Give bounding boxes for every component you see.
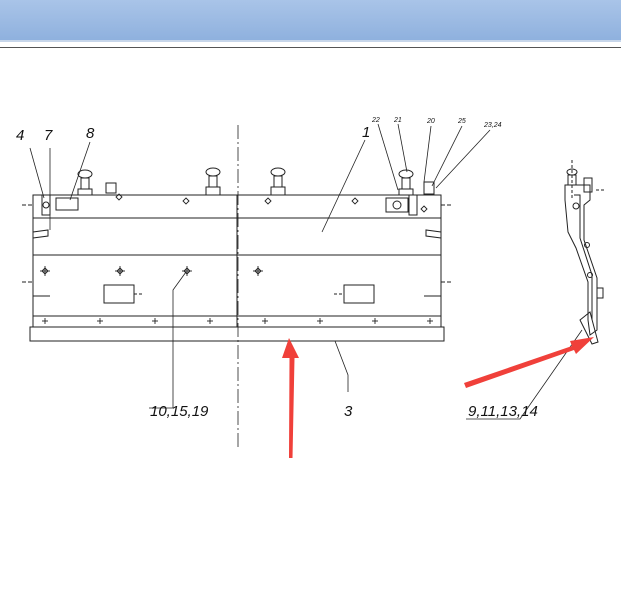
callout-3: 3 <box>344 403 353 420</box>
leader-10-15-19 <box>149 271 187 409</box>
callout-10-15-19: 10,15,19 <box>150 403 209 420</box>
edge-bolt-cross <box>317 318 323 324</box>
red-arrow-diagonal <box>464 337 594 388</box>
bolt-marker <box>182 266 192 276</box>
side-view-cutting-edge <box>579 311 599 345</box>
lifting-pin <box>398 169 414 196</box>
bolt-marker <box>115 193 123 201</box>
header-rule <box>0 47 621 48</box>
leader-20 <box>423 125 432 183</box>
edge-bolt-cross <box>372 318 378 324</box>
right-window <box>343 284 375 304</box>
callout-4: 4 <box>16 127 24 144</box>
right-hinge <box>385 194 418 216</box>
edge-bolt-cross <box>97 318 103 324</box>
callout-22: 22 <box>371 117 380 124</box>
edge-bolt-cross <box>42 318 48 324</box>
callout-1: 1 <box>362 124 370 141</box>
bolt-marker <box>253 266 263 276</box>
left-hinge <box>41 194 79 216</box>
bolt-marker <box>182 197 190 205</box>
leader-4 <box>29 147 45 199</box>
side-view-inner <box>574 194 593 320</box>
cutting-edge-strip <box>29 326 445 342</box>
lifting-pin <box>77 169 93 196</box>
nut-block <box>423 181 435 195</box>
bolt-marker <box>420 205 428 213</box>
leader-1 <box>321 139 366 233</box>
edge-bolt-cross <box>427 318 433 324</box>
callout-21: 21 <box>393 117 402 124</box>
header-divider <box>0 40 621 42</box>
side-view-hole <box>572 202 580 210</box>
red-arrow-up <box>282 338 299 458</box>
lifting-pin <box>270 167 286 196</box>
callout-20: 20 <box>426 118 435 125</box>
side-view-bracket <box>596 287 604 299</box>
leader-3 <box>334 340 349 392</box>
leader-22 <box>377 123 399 191</box>
leader-25 <box>431 125 463 187</box>
callout-8: 8 <box>86 125 95 142</box>
header-bar <box>0 0 621 40</box>
left-window <box>103 284 135 304</box>
edge-bolt-cross <box>262 318 268 324</box>
callout-9-11-13-14: 9,11,13,14 <box>468 403 538 420</box>
callout-7: 7 <box>44 127 53 144</box>
leader-21 <box>397 123 408 173</box>
bolt-marker <box>264 197 272 205</box>
right-side-tab <box>425 229 442 239</box>
lifting-pin <box>205 167 221 196</box>
edge-bolt-cross <box>152 318 158 324</box>
side-view-hole <box>584 242 590 248</box>
callout-23-24: 23,24 <box>483 122 502 129</box>
nut-block <box>105 182 117 194</box>
side-view-frame <box>564 184 598 336</box>
left-side-tab <box>32 229 49 239</box>
edge-bolt-cross <box>207 318 213 324</box>
leader-8 <box>69 141 91 201</box>
leader-23-24 <box>435 129 491 189</box>
bolt-marker <box>115 266 125 276</box>
leader-9-11-13-14 <box>466 329 583 420</box>
callout-25: 25 <box>457 118 466 125</box>
side-view-hole <box>587 272 593 278</box>
bolt-marker <box>40 266 50 276</box>
bolt-marker <box>351 197 359 205</box>
